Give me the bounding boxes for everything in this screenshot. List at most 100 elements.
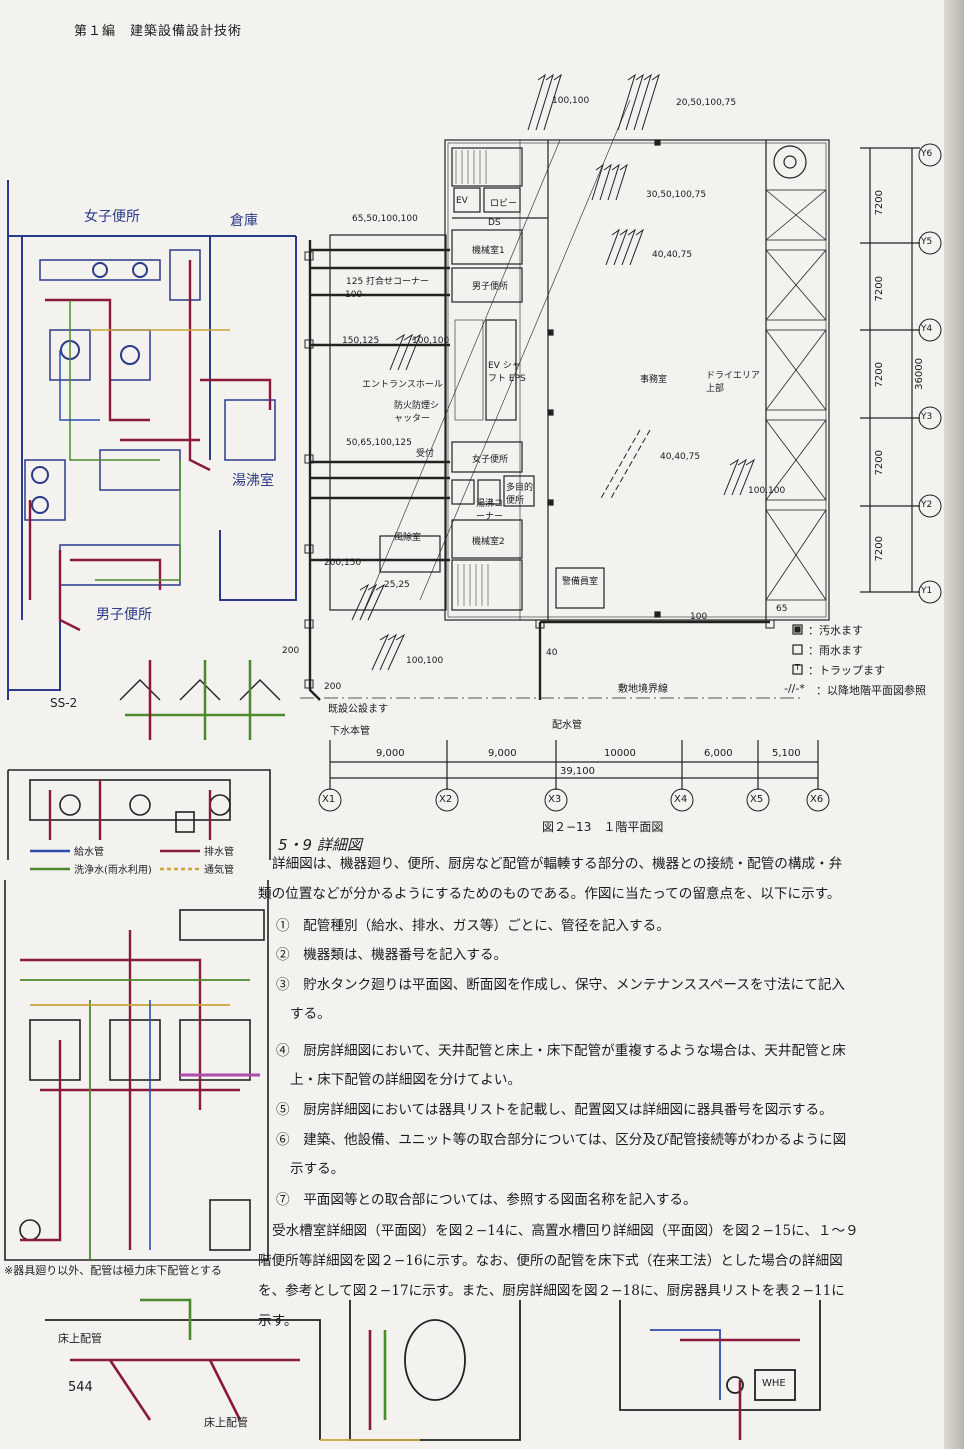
item-number: ② [276, 947, 290, 963]
y-axis-marker: Y4 [921, 324, 933, 334]
x-dimension: 5,100 [772, 748, 801, 759]
hand-label-womens-wc: 女子便所 [84, 209, 140, 225]
closing-line-3: を、参考として図２−17に示す。また、厨房詳細図を図２−18に、厨房器具リストを… [258, 1283, 845, 1299]
x-dimension: 9,000 [376, 748, 405, 759]
legend-sewage-manhole: ：汚水ます [808, 624, 863, 637]
meeting-label: 125 打合せコーナー [346, 277, 430, 287]
pipe-size-label: 100 [690, 612, 708, 622]
hand-legend-flush: 洗浄水(雨水利用) [74, 865, 152, 876]
hand-floor-above: 床上配管 [58, 1332, 102, 1345]
item-text: 厨房詳細図においては器具リストを記載し、配置図又は詳細図に器具番号を図示する。 [303, 1102, 833, 1118]
y-axis-marker: Y3 [921, 412, 933, 422]
item-text: 平面図等との取合部については、参照する図面名称を記入する。 [303, 1192, 697, 1208]
security-label: 警備員室 [562, 577, 599, 587]
item-text: 貯水タンク廻りは平面図、断面図を作成し、保守、メンテナンススペースを寸法にて記入 [303, 977, 846, 993]
y-dimension: 7200 [874, 536, 885, 562]
x-dimension: 6,000 [704, 748, 733, 759]
item-text: 配管種別（給水、排水、ガス等）ごとに、管径を記入する。 [303, 918, 670, 934]
pipe-size-label: 100 [345, 290, 363, 300]
shutter-label: 防火防煙シャッター [394, 401, 440, 424]
pipe-size-label: 100,100 [552, 96, 590, 106]
pipe-size-label: 200 [282, 646, 300, 656]
mens-wc-label: 男子便所 [472, 282, 509, 292]
hand-label-mens-wc: 男子便所 [96, 607, 152, 623]
mech1-label: 機械室1 [472, 246, 505, 256]
pipe-size-label: 40,40,75 [652, 250, 693, 260]
y-axis-marker: Y5 [921, 237, 933, 247]
y-dimension: 7200 [874, 190, 885, 216]
hand-floor-above-2: 床上配管 [204, 1416, 248, 1429]
pipe-size-label: 50,65,100,125 [346, 438, 412, 448]
pipe-size-label: 40 [546, 648, 558, 658]
hand-legend-supply: 給水管 [74, 847, 104, 858]
item-text: 機器類は、機器番号を記入する。 [303, 947, 508, 963]
pipe-size-label: 200 [324, 682, 342, 692]
multi-wc-label: 多目的便所 [506, 483, 534, 506]
item-6: ⑥ 建築、他設備、ユニット等の取合部分については、区分及び配管接続等がわかるよう… [276, 1126, 846, 1155]
figure-caption: 図２−13 １階平面図 [542, 820, 664, 834]
water-main-label: 配水管 [552, 720, 582, 731]
x-axis-marker: X3 [548, 794, 562, 805]
item-4-cont: 上・床下配管の詳細図を分けてよい。 [290, 1072, 522, 1088]
section-title: 5・9 詳細図 [278, 836, 362, 854]
ev-label: EV [456, 196, 468, 206]
mech2-label: 機械室2 [472, 537, 505, 547]
item-number: ① [276, 918, 290, 934]
hand-label-storage: 倉庫 [230, 213, 258, 229]
pipe-size-label: 65 [776, 604, 788, 614]
pipe-size-label: 30,50,100,75 [646, 190, 707, 200]
y-dimension: 7200 [874, 362, 885, 388]
legend-trap-manhole: ：トラップます [808, 664, 885, 677]
pipe-size-label: 100,100 [412, 336, 450, 346]
office-label: 事務室 [640, 375, 668, 385]
item-2: ② 機器類は、機器番号を記入する。 [276, 941, 507, 970]
sewer-main-label: 下水本管 [330, 726, 370, 737]
pipe-size-label: 100,100 [406, 656, 444, 666]
page-number: 544 [68, 1380, 93, 1395]
item-number: ⑥ [276, 1132, 290, 1148]
item-number: ④ [276, 1043, 290, 1059]
pipe-size-label: 65,50,100,100 [352, 214, 418, 224]
hand-legend-drain: 排水管 [204, 847, 234, 858]
x-dimension: 10000 [604, 748, 636, 759]
y-total-dimension: 36000 [914, 358, 925, 390]
closing-line-2: 階便所等詳細図を図２−16に示す。なお、便所の配管を床下式（在来工法）とした場合… [258, 1253, 843, 1269]
closing-line-1: 受水槽室詳細図（平面図）を図２−14に、高置水槽回り詳細図（平面図）を図２−15… [272, 1223, 859, 1239]
legend-rain-manhole: ：雨水ます [808, 644, 863, 657]
womens-wc-label: 女子便所 [472, 455, 509, 465]
item-text: 厨房詳細図において、天井配管と床上・床下配管が重複するような場合は、天井配管と床 [303, 1043, 846, 1059]
x-axis-marker: X5 [750, 794, 764, 805]
wind-room-label: 風除室 [394, 533, 422, 543]
pipe-size-label: 20,50,100,75 [676, 98, 737, 108]
item-6-cont: 示する。 [290, 1161, 345, 1177]
item-number: ⑦ [276, 1192, 290, 1208]
reception-label: 受付 [416, 449, 435, 459]
pipe-size-label: 150,125 [342, 336, 380, 346]
ds-label: DS [488, 218, 501, 228]
x-total-dimension: 39,100 [560, 766, 595, 777]
hand-label-kitchenette: 湯沸室 [232, 473, 274, 489]
lobby-label: ロビー [490, 199, 518, 209]
hand-note: ※器具廻り以外、配管は極力床下配管とする [4, 1264, 222, 1277]
x-axis-marker: X1 [322, 794, 336, 805]
item-3-cont: する。 [290, 1006, 331, 1022]
item-3: ③ 貯水タンク廻りは平面図、断面図を作成し、保守、メンテナンススペースを寸法にて… [276, 971, 845, 1000]
item-4: ④ 厨房詳細図において、天井配管と床上・床下配管が重複するような場合は、天井配管… [276, 1037, 846, 1066]
item-number: ③ [276, 977, 290, 993]
pipe-size-label: 25,25 [384, 580, 410, 590]
closing-line-4: 示す。 [258, 1313, 298, 1329]
intro-line-2: 類の位置などが分かるようにするためのものである。作図に当たっての留意点を、以下に… [258, 886, 841, 902]
boundary-label: 敷地境界線 [618, 684, 668, 695]
pipe-size-label: 100,100 [748, 486, 786, 496]
pipe-size-label: 200,150 [324, 558, 362, 568]
hand-label-ss: SS-2 [50, 696, 78, 710]
ev-shaft-label: EV シャフト EPS [488, 361, 526, 384]
y-dimension: 7200 [874, 276, 885, 302]
x-axis-marker: X2 [439, 794, 453, 805]
y-axis-marker: Y1 [921, 586, 933, 596]
kitchen-label: 湯沸コーナー [476, 499, 504, 522]
item-7: ⑦ 平面図等との取合部については、参照する図面名称を記入する。 [276, 1186, 697, 1215]
item-1: ① 配管種別（給水、排水、ガス等）ごとに、管径を記入する。 [276, 912, 670, 941]
legend-trap-symbol: T [795, 663, 800, 672]
item-5: ⑤ 厨房詳細図においては器具リストを記載し、配置図又は詳細図に器具番号を図示する… [276, 1096, 833, 1125]
